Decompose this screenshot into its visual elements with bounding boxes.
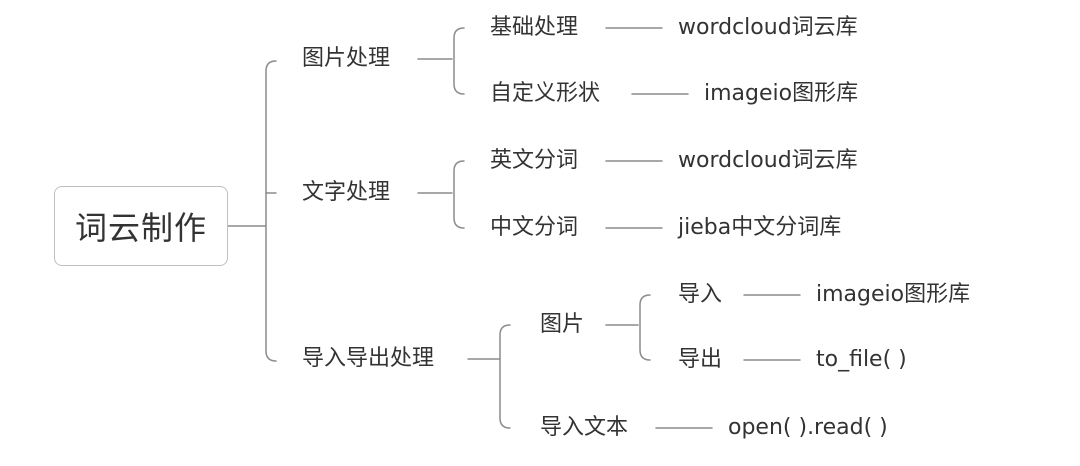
node-import[interactable]: 导入 bbox=[678, 282, 723, 307]
root-label: 词云制作 bbox=[74, 209, 207, 247]
leaf-jieba-lib[interactable]: jieba中文分词库 bbox=[678, 215, 842, 240]
branch-text-processing[interactable]: 文字处理 bbox=[302, 180, 391, 205]
leaf-to-file[interactable]: to_file( ) bbox=[816, 347, 907, 372]
bracket-branch-3 bbox=[499, 324, 511, 429]
leaf-imageio-lib-2[interactable]: imageio图形库 bbox=[816, 282, 971, 307]
bracket-root bbox=[265, 60, 277, 362]
node-chinese-segmentation[interactable]: 中文分词 bbox=[490, 215, 579, 240]
bracket-image-sub bbox=[639, 294, 651, 361]
node-english-segmentation[interactable]: 英文分词 bbox=[490, 148, 579, 173]
leaf-open-read[interactable]: open( ).read( ) bbox=[728, 415, 888, 440]
branch-image-processing[interactable]: 图片处理 bbox=[302, 46, 391, 71]
bracket-branch-2 bbox=[453, 160, 465, 229]
bracket-branch-1 bbox=[453, 27, 465, 95]
leaf-imageio-lib-1[interactable]: imageio图形库 bbox=[704, 81, 859, 106]
root-node[interactable]: 词云制作 bbox=[54, 186, 228, 266]
branch-import-export[interactable]: 导入导出处理 bbox=[302, 346, 435, 371]
node-image-io[interactable]: 图片 bbox=[540, 312, 585, 337]
node-export[interactable]: 导出 bbox=[678, 347, 723, 372]
node-basic-processing[interactable]: 基础处理 bbox=[490, 15, 579, 40]
node-import-text[interactable]: 导入文本 bbox=[540, 415, 629, 440]
leaf-wordcloud-lib-2[interactable]: wordcloud词云库 bbox=[678, 148, 858, 173]
node-custom-shape[interactable]: 自定义形状 bbox=[490, 81, 601, 106]
leaf-wordcloud-lib-1[interactable]: wordcloud词云库 bbox=[678, 15, 858, 40]
